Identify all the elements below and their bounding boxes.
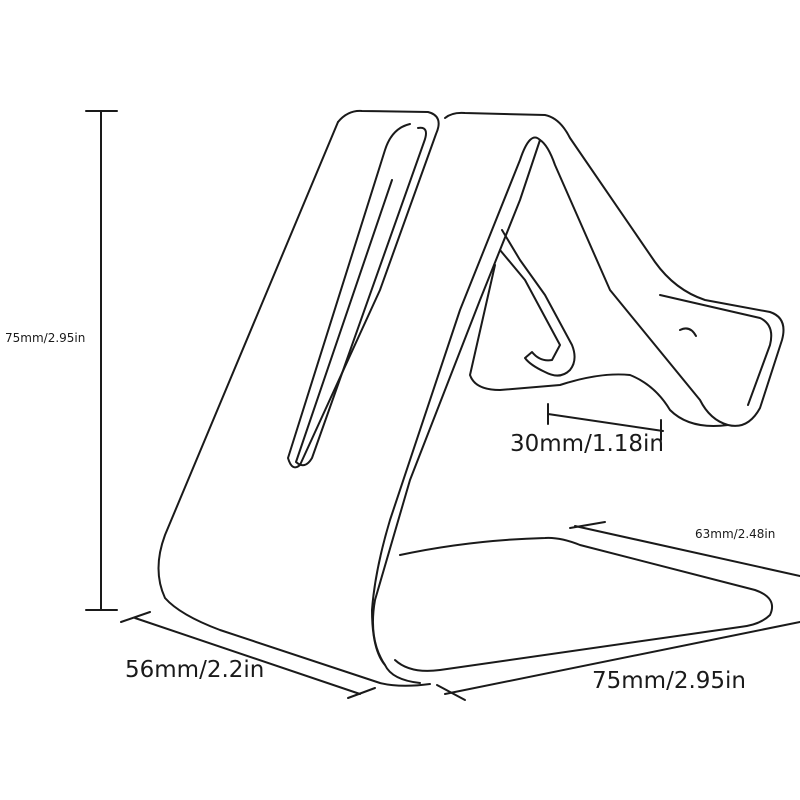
height-dimension-line [85, 110, 118, 611]
left-plate-slot [295, 126, 427, 467]
slot-width-label: 30mm/1.18in [510, 431, 665, 457]
left-support-plate [287, 109, 440, 469]
front-plate-outer [157, 121, 431, 687]
length-dimension-line [436, 621, 800, 701]
depth-label: 63mm/2.48in [695, 527, 776, 541]
width-dimension-line [120, 611, 376, 699]
height-label: 75mm/2.95in [5, 331, 86, 345]
width-label: 56mm/2.2in [125, 657, 265, 683]
rear-ledge [469, 229, 729, 427]
back-support-tab [659, 294, 773, 406]
right-plate-inner [371, 136, 541, 684]
length-label: 75mm/2.95in [592, 668, 747, 694]
base-plate [394, 536, 774, 672]
depth-dimension-line [569, 521, 800, 577]
slot-dimension-line [547, 403, 664, 441]
